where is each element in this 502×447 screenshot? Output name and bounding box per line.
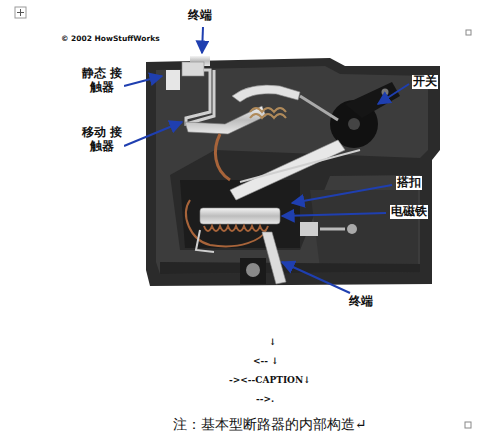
markup-note: -><--CAPTION↓	[228, 375, 312, 385]
part-label: 开关	[412, 75, 438, 89]
markup-note: <-- ↓	[252, 356, 280, 366]
part-label: 电磁铁	[390, 205, 428, 219]
part-label: 静态 接触器	[80, 67, 124, 95]
static-contact	[166, 56, 214, 124]
bottom-terminal	[240, 222, 357, 284]
copyright-watermark: © 2002 HowStuffWorks	[60, 35, 161, 44]
part-label: 移动 接触器	[80, 126, 124, 154]
markup-note: ↓	[268, 337, 278, 347]
part-label: 搭扣	[396, 176, 422, 190]
switch-lever	[300, 82, 400, 148]
leader-arrows	[124, 27, 409, 293]
markup-note: -->.	[255, 394, 275, 404]
corner-mark	[465, 422, 471, 428]
part-label: 终端	[348, 295, 374, 309]
corner-mark	[466, 30, 471, 35]
breaker-housing	[146, 58, 440, 286]
latch	[230, 140, 360, 200]
part-label: 终端	[187, 9, 213, 23]
figure-caption: 注：基本型断路器的内部构造↵	[172, 416, 368, 432]
move-handle-icon	[15, 7, 26, 18]
